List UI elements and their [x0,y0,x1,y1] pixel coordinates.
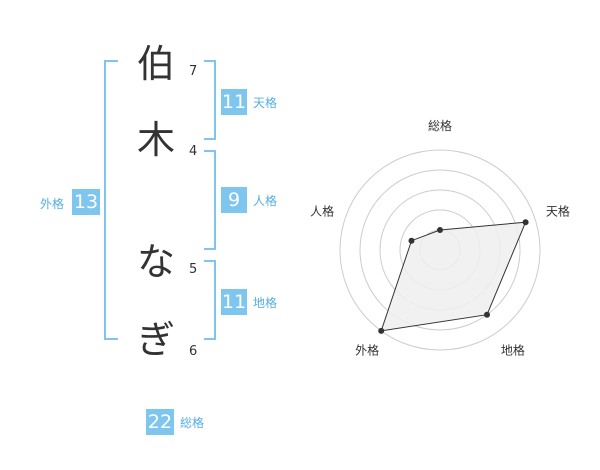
name-char-3: な [136,240,175,284]
radar-axis-label-4: 外格 [355,342,379,357]
name-char-4: ぎ [136,318,175,362]
name-char-2: 木 [136,118,175,162]
radar-axis-label-1: 総格 [428,118,452,133]
stroke-count-1: 7 [189,64,198,79]
radar-ring [359,169,521,331]
gaikaku-value: 13 [72,189,100,215]
radar-axis-label-3: 地格 [501,342,525,357]
radar-area [380,221,527,332]
radar-axis-label-5: 人格 [310,204,334,219]
chikaku-value: 11 [221,289,247,315]
radar-point-1 [437,227,443,233]
tenkaku-label: 天格 [253,96,278,110]
name-char-1: 伯 [136,42,175,86]
stroke-count-4: 6 [189,344,198,359]
jinkaku-value: 9 [221,187,247,213]
chikaku-label: 地格 [253,296,278,310]
jinkaku-label: 人格 [253,194,278,208]
radar-point-3 [484,311,490,318]
radar-point-4 [378,327,385,334]
soukaku-label: 総格 [180,416,205,430]
tenkaku-value: 11 [221,89,247,115]
radar-points [378,219,529,334]
stroke-count-2: 4 [189,144,198,159]
radar-point-2 [522,219,529,226]
stroke-count-3: 5 [189,262,198,277]
radar-ring [339,149,541,351]
soukaku-value: 22 [146,409,174,435]
radar-point-5 [408,237,415,244]
gaikaku-label: 外格 [40,197,65,211]
radar-axis-label-2: 天格 [546,204,570,219]
